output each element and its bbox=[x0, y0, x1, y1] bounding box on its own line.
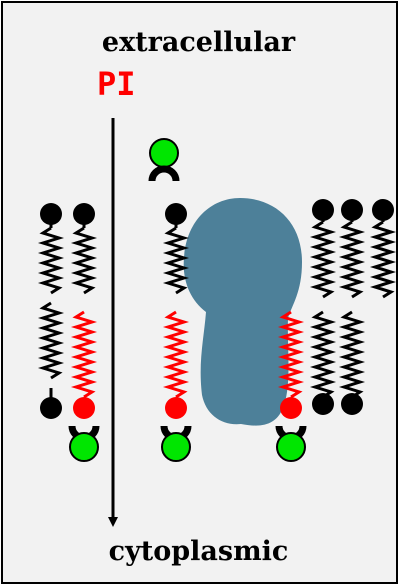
lipid-black bbox=[37, 203, 65, 419]
ligand-black-cup bbox=[148, 165, 180, 182]
pi-lipid bbox=[160, 203, 192, 462]
ligand-green-ball bbox=[149, 138, 179, 168]
cytoplasmic-label: cytoplasmic bbox=[108, 536, 289, 567]
pi-lipid bbox=[68, 203, 100, 462]
extracellular-label: extracellular bbox=[101, 27, 296, 58]
membrane-protein bbox=[183, 198, 302, 426]
lipid-black bbox=[309, 199, 337, 415]
lipid-black bbox=[369, 199, 397, 299]
pi-lipid bbox=[275, 310, 307, 462]
pi-label: PI bbox=[97, 65, 136, 103]
lipid-black bbox=[338, 199, 366, 415]
